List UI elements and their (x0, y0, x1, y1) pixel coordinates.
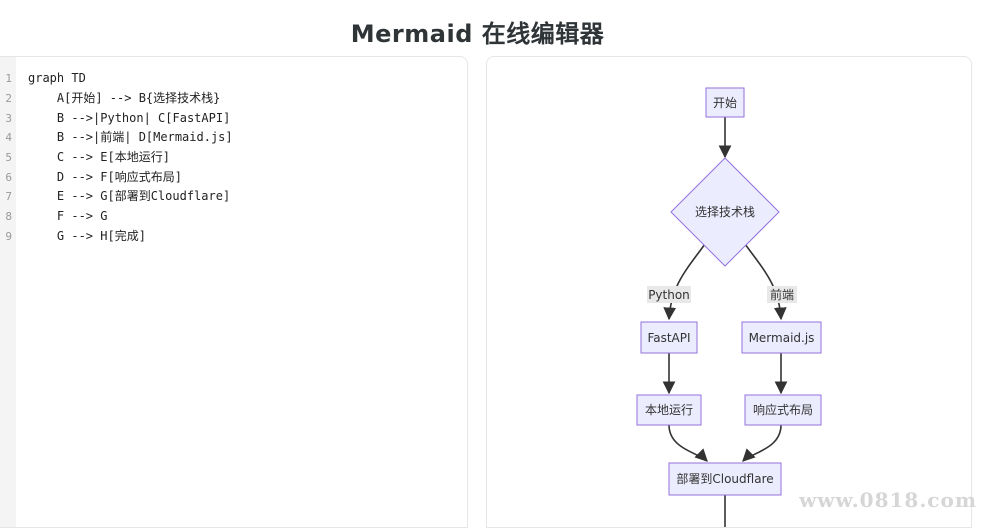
line-number: 7 (5, 190, 12, 203)
line-gutter (0, 57, 16, 527)
node-mermaidjs (741, 321, 822, 354)
code-text: C --> E[本地运行] (28, 150, 170, 164)
code-editor[interactable]: 1 graph TD 2 A[开始] --> B{选择技术栈} 3 B -->|P… (0, 56, 468, 528)
line-number: 4 (5, 131, 12, 144)
node-local-run-label: 本地运行 (645, 403, 693, 417)
node-decision-label: 选择技术栈 (695, 204, 755, 219)
flowchart-svg: Python 前端 开始 选择技术栈 FastAPI Mermaid.js 本地… (636, 87, 822, 527)
line-number: 8 (5, 210, 12, 223)
code-text: D --> F[响应式布局] (28, 170, 182, 184)
code-text: B -->|Python| C[FastAPI] (28, 111, 231, 125)
node-fastapi-label: FastAPI (647, 331, 690, 345)
node-fastapi (640, 321, 698, 354)
edge-label-frontend: 前端 (770, 287, 794, 302)
node-responsive-layout-label: 响应式布局 (753, 402, 813, 417)
line-number: 1 (5, 72, 12, 85)
watermark: www.0818.com (799, 488, 977, 512)
edge-label-bg (647, 286, 691, 303)
node-deploy-cloudflare (668, 462, 782, 496)
code-text: G --> H[完成] (28, 229, 146, 243)
edge-B-D (744, 243, 787, 321)
code-text: F --> G (28, 209, 108, 223)
code-text: A[开始] --> B{选择技术栈} (28, 91, 221, 105)
node-start (705, 87, 745, 118)
edge-F-G (742, 424, 782, 462)
node-decision (670, 157, 780, 267)
node-local-run (636, 394, 702, 426)
code-text: graph TD (28, 71, 86, 85)
page-title: Mermaid 在线编辑器 (350, 20, 605, 48)
edge-B-C (663, 243, 706, 321)
node-mermaidjs-label: Mermaid.js (749, 331, 815, 345)
line-number: 3 (5, 112, 12, 125)
node-start-label: 开始 (713, 96, 737, 110)
line-number: 2 (5, 92, 12, 105)
node-deploy-cloudflare-label: 部署到Cloudflare (676, 471, 773, 486)
code-text: B -->|前端| D[Mermaid.js] (28, 130, 233, 144)
edge-E-G (668, 424, 708, 462)
edge-label-bg (767, 286, 797, 303)
line-number: 6 (5, 171, 12, 184)
code-text: E --> G[部署到Cloudflare] (28, 189, 231, 203)
node-responsive-layout (744, 394, 822, 426)
edge-label-python: Python (648, 288, 690, 302)
line-number: 5 (5, 151, 12, 164)
line-number: 9 (5, 230, 12, 243)
diagram-preview: Python 前端 开始 选择技术栈 FastAPI Mermaid.js 本地… (486, 56, 972, 528)
